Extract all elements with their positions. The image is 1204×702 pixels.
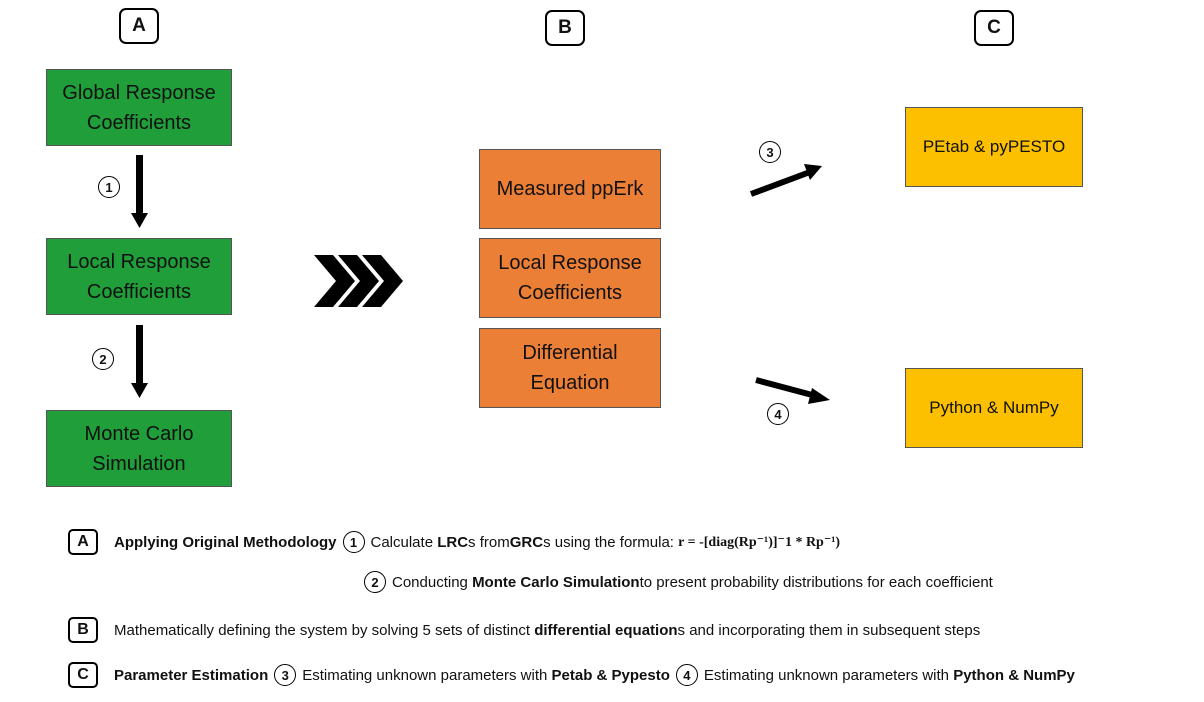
legend-key-b: B: [68, 617, 98, 643]
step-1-marker: 1: [98, 176, 120, 198]
box-line: Monte Carlo: [84, 422, 194, 445]
legend-differential-term: differential equation: [534, 621, 678, 639]
legend-c-step3-text: Estimating unknown parameters with: [302, 666, 548, 684]
measured-pperk-box: Measured ppErk: [479, 149, 661, 229]
box-line: Equation: [530, 372, 610, 394]
legend-a-step2-text: Conducting: [392, 573, 468, 591]
legend-step-4-marker: 4: [675, 664, 698, 686]
box-line: Global Response: [62, 81, 216, 104]
python-numpy-box: Python & NumPy: [905, 368, 1083, 448]
legend-a-step1-text: Calculate: [370, 533, 434, 551]
petab-pypesto-box: PEtab & pyPESTO: [905, 107, 1083, 187]
legend-a-step1-text: s from: [468, 533, 510, 551]
box-line: Local Response: [498, 252, 642, 274]
box-line: Coefficients: [86, 280, 192, 303]
box-line: Coefficients: [86, 111, 192, 134]
legend-key-a: A: [68, 529, 98, 555]
box-line: Simulation: [92, 452, 186, 475]
legend-grc-term: GRC: [509, 533, 544, 551]
down-arrow-1: [131, 155, 148, 228]
legend-row-a2: 2 Conducting Monte Carlo Simulation to p…: [358, 571, 993, 593]
legend-python-term: Python & NumPy: [953, 666, 1075, 684]
legend-c-title: Parameter Estimation: [114, 666, 269, 684]
legend-petab-term: Petab & Pypesto: [551, 666, 670, 684]
legend-b-text: s and incorporating them in subsequent s…: [677, 621, 981, 639]
legend-b-text: Mathematically defining the system by so…: [114, 621, 531, 639]
legend-row-c: C Parameter Estimation 3 Estimating unkn…: [68, 662, 1075, 688]
legend-row-b: B Mathematically defining the system by …: [68, 617, 980, 643]
legend-row-a: A Applying Original Methodology 1 Calcul…: [68, 529, 840, 555]
box-line: Coefficients: [517, 282, 623, 304]
legend-step-3-marker: 3: [274, 664, 297, 686]
box-line: Local Response: [67, 250, 211, 273]
legend-a-title: Applying Original Methodology: [114, 533, 337, 551]
arrow-to-petab: [749, 164, 822, 197]
down-arrow-2: [131, 325, 148, 398]
step-4-marker: 4: [767, 403, 789, 425]
column-b-header: B: [545, 10, 585, 46]
column-a-header: A: [119, 8, 159, 44]
chevron-right-icon: [314, 255, 403, 307]
legend-a-step1-text: s using the formula:: [543, 533, 674, 551]
legend-step-1-marker: 1: [342, 531, 365, 553]
legend-key-c: C: [68, 662, 98, 688]
legend-monte-carlo-term: Monte Carlo Simulation: [472, 573, 640, 591]
formula: r = -[diag(Rp⁻¹)]⁻1 * Rp⁻¹): [678, 534, 841, 550]
arrow-to-python: [755, 377, 830, 404]
legend-a-step2-text: to present probability distributions for…: [639, 573, 993, 591]
step-2-marker: 2: [92, 348, 114, 370]
step-3-marker: 3: [759, 141, 781, 163]
legend-c-step4-text: Estimating unknown parameters with: [703, 666, 950, 684]
legend-lrc-term: LRC: [437, 533, 469, 551]
column-c-header: C: [974, 10, 1014, 46]
legend-step-2-marker: 2: [364, 571, 386, 593]
box-line: Differential: [522, 342, 618, 364]
